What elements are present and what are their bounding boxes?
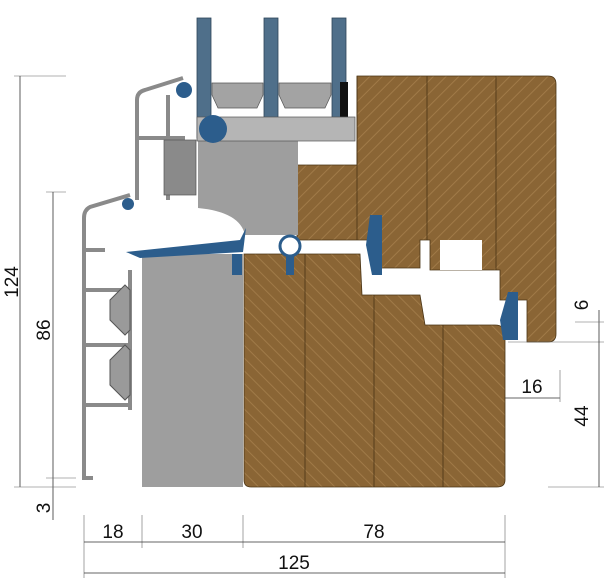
dimension-lines	[14, 75, 604, 578]
dim-sash-overlap: 6	[572, 300, 593, 311]
insulation-block-upper	[198, 140, 298, 235]
bottom-clip-upper	[109, 284, 131, 336]
dim-frame-height: 86	[34, 319, 55, 340]
dim-wood-width: 78	[363, 522, 384, 543]
insulation-block-lower	[142, 254, 243, 487]
frame-wood	[243, 253, 506, 488]
glazing-bead-clip	[163, 139, 197, 196]
dim-frame-lower: 44	[572, 405, 593, 427]
dim-step-width: 16	[521, 377, 542, 398]
dim-bottom-offset: 3	[34, 503, 55, 514]
glazing-unit	[196, 17, 356, 143]
dim-total-width: 125	[278, 553, 310, 574]
dim-cladding-width: 18	[102, 522, 123, 543]
dim-insulation-width: 30	[181, 522, 202, 543]
bottom-clip-lower	[109, 344, 131, 401]
dim-total-height: 124	[2, 266, 23, 298]
sash-wood	[296, 75, 557, 343]
gaskets	[122, 82, 518, 340]
